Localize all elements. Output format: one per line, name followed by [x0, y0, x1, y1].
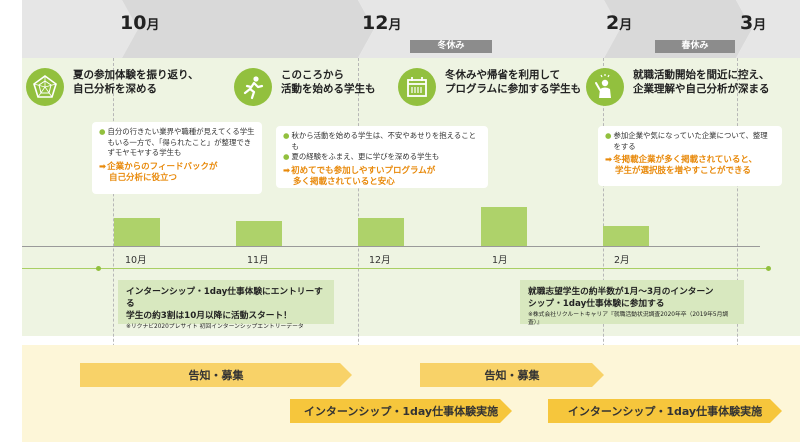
- stage-text: 就職活動開始を間近に控え、企業理解や自己分析が深まる: [633, 69, 770, 95]
- activity-bar-chart: 10月 11月 12月 1月 2月: [22, 190, 760, 270]
- stage-winter-program: 冬休みや帰省を利用してプログラムに参加する学生も: [398, 68, 581, 106]
- calendar-icon: [398, 68, 436, 106]
- detail-card-february: ●参加企業や気になっていた企業について、整理をする ➡冬掲載企業が多く掲載されて…: [598, 126, 782, 186]
- stage-text: このころから活動を始める学生も: [281, 69, 376, 95]
- month-label-february: 2月: [606, 12, 633, 34]
- tip-text: ➡初めてでも参加しやすいプログラムが多く掲載されていると安心: [283, 165, 436, 187]
- chart-bar: [358, 218, 404, 246]
- pentagon-chart-icon: [26, 68, 64, 106]
- guide-line-march: [737, 58, 738, 442]
- recruit-arrow-winter: 告知・募集: [420, 363, 604, 387]
- guide-line-february: [603, 58, 604, 442]
- month-label-october: 10月: [120, 12, 160, 34]
- chart-tick-label: 2月: [614, 255, 630, 266]
- spring-break-badge: 春休み: [655, 40, 735, 53]
- chart-bar: [236, 220, 282, 246]
- stage-text: 夏の参加体験を振り返り、自己分析を深める: [73, 69, 199, 95]
- chart-tick-label: 12月: [369, 255, 391, 266]
- person-thinking-icon: [586, 68, 624, 106]
- stage-deepen-understanding: 就職活動開始を間近に控え、企業理解や自己分析が深まる: [586, 68, 770, 106]
- internship-arrow-autumn: インターンシップ・1day仕事体験実施: [290, 399, 512, 423]
- detail-card-november: ●秋から活動を始める学生は、不安やあせりを抱えることも ●夏の経験をふまえ、更に…: [276, 126, 488, 188]
- detail-card-october: ●自分の行きたい業界や職種が見えてくる学生もいる一方で、「得られたこと」が整理で…: [92, 122, 262, 194]
- stage-start-activity: このころから活動を始める学生も: [234, 68, 376, 106]
- bullet-item: ●自分の行きたい業界や職種が見えてくる学生もいる一方で、「得られたこと」が整理で…: [99, 127, 255, 157]
- chart-tick-label: 10月: [125, 255, 147, 266]
- bullet-item: ●夏の経験をふまえ、更に学びを深める学生も: [283, 152, 440, 161]
- chart-tick-label: 1月: [492, 255, 508, 266]
- month-label-march: 3月: [740, 12, 767, 34]
- recruit-arrow-autumn: 告知・募集: [80, 363, 352, 387]
- winter-break-badge: 冬休み: [410, 40, 492, 53]
- chart-bar: [481, 206, 527, 246]
- bullet-item: ●参加企業や気になっていた企業について、整理をする: [605, 131, 768, 151]
- info-box-october-entry: インターンシップ・1day仕事体験にエントリーする 学生の約3割は10月以降に活…: [118, 280, 334, 330]
- running-person-icon: [234, 68, 272, 106]
- chart-bar: [114, 218, 160, 246]
- tip-text: ➡企業からのフィードバックが自己分析に役立つ: [99, 161, 218, 183]
- stage-text: 冬休みや帰省を利用してプログラムに参加する学生も: [445, 69, 582, 95]
- stage-self-analysis: 夏の参加体験を振り返り、自己分析を深める: [26, 68, 199, 106]
- guide-line-december: [358, 58, 359, 442]
- chart-axis-line: [22, 246, 760, 247]
- timeline-dot: [96, 266, 101, 271]
- chart-tick-label: 11月: [247, 255, 269, 266]
- internship-arrow-winter: インターンシップ・1day仕事体験実施: [548, 399, 782, 423]
- timeline-line: [22, 268, 770, 269]
- chart-bar: [603, 226, 649, 246]
- timeline-dot: [766, 266, 771, 271]
- month-label-december: 12月: [362, 12, 402, 34]
- bullet-item: ●秋から活動を始める学生は、不安やあせりを抱えることも: [283, 131, 476, 151]
- info-box-winter-participation: 就職志望学生の約半数が1月〜3月のインターン シップ・1day仕事体験に参加する…: [520, 280, 744, 326]
- company-schedule-band: [22, 345, 800, 442]
- guide-line-october: [113, 58, 114, 442]
- tip-text: ➡冬掲載企業が多く掲載されていると、学生が選択肢を増やすことができる: [605, 155, 758, 176]
